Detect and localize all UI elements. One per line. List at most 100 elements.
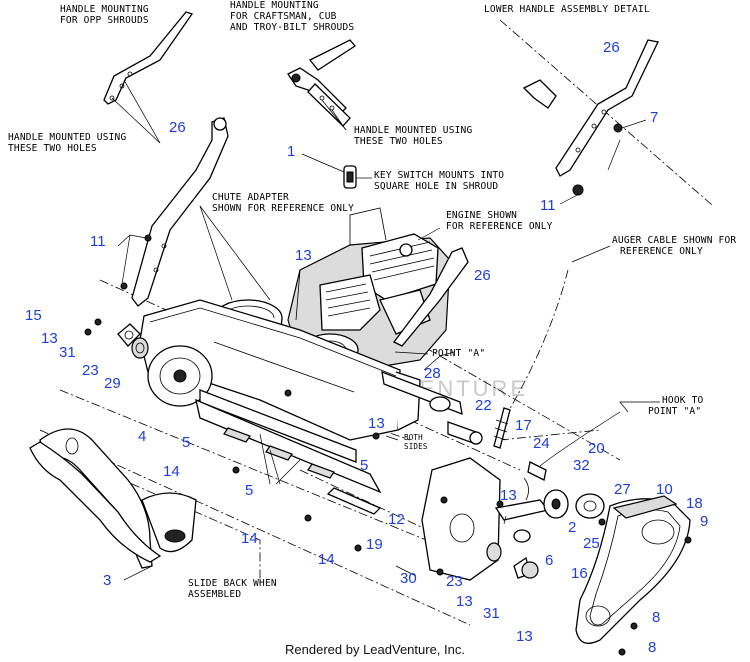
callout-13-lowest[interactable]: 13 xyxy=(516,628,533,645)
svg-text:FOR REFERENCE ONLY: FOR REFERENCE ONLY xyxy=(446,221,553,232)
footer-credit: Rendered by LeadVenture, Inc. xyxy=(285,642,465,657)
callout-14-upper[interactable]: 14 xyxy=(163,463,180,480)
annotation-slide-back: SLIDE BACK WHEN ASSEMBLED xyxy=(188,578,277,600)
svg-text:FOR OPP SHROUDS: FOR OPP SHROUDS xyxy=(60,15,149,26)
callout-31-left[interactable]: 31 xyxy=(59,344,76,361)
annotation-engine-shown: ENGINE SHOWN FOR REFERENCE ONLY xyxy=(446,210,553,232)
annotation-key-switch: KEY SWITCH MOUNTS INTO SQUARE HOLE IN SH… xyxy=(374,170,504,192)
auger-cable xyxy=(493,245,611,449)
impeller-shaft xyxy=(381,370,483,445)
svg-text:REFERENCE ONLY: REFERENCE ONLY xyxy=(620,246,703,257)
svg-text:ENGINE SHOWN: ENGINE SHOWN xyxy=(446,210,517,221)
callout-15[interactable]: 15 xyxy=(25,307,42,324)
handle-opp-detail xyxy=(103,11,194,144)
callout-19[interactable]: 19 xyxy=(366,536,383,553)
callout-8-upper[interactable]: 8 xyxy=(652,609,660,626)
handle-right xyxy=(393,247,469,355)
callout-13-left[interactable]: 13 xyxy=(41,330,58,347)
svg-text:ASSEMBLED: ASSEMBLED xyxy=(188,589,241,600)
annotation-point-a: POINT "A" xyxy=(432,348,485,359)
svg-text:SLIDE BACK WHEN: SLIDE BACK WHEN xyxy=(188,578,277,589)
callout-26-lower-handle[interactable]: 26 xyxy=(603,39,620,56)
frame-plate xyxy=(421,457,550,581)
callout-5-bottom[interactable]: 5 xyxy=(245,482,253,499)
handle-left xyxy=(117,117,229,307)
callout-13-plate[interactable]: 13 xyxy=(500,487,517,504)
svg-text:HANDLE MOUNTING: HANDLE MOUNTING xyxy=(60,4,149,15)
svg-text:AND TROY-BILT SHROUDS: AND TROY-BILT SHROUDS xyxy=(230,22,354,33)
svg-text:HOOK TO: HOOK TO xyxy=(662,395,704,406)
handle-craftsman-detail xyxy=(287,39,356,131)
callout-14-bottom[interactable]: 14 xyxy=(318,551,335,568)
svg-text:HANDLE MOUNTED USING: HANDLE MOUNTED USING xyxy=(8,132,126,143)
callout-28[interactable]: 28 xyxy=(424,365,441,382)
callout-8-lower[interactable]: 8 xyxy=(648,639,656,656)
shave-plate xyxy=(195,398,382,552)
callouts: 26 7 1 26 11 11 13 26 15 13 31 23 29 28 … xyxy=(25,39,708,656)
svg-text:HANDLE MOUNTED USING: HANDLE MOUNTED USING xyxy=(354,125,472,136)
annotation-hook-to-point-a: HOOK TO POINT "A" xyxy=(648,395,704,417)
callout-5-left[interactable]: 5 xyxy=(182,434,190,451)
callout-4[interactable]: 4 xyxy=(138,428,146,445)
svg-text:POINT "A": POINT "A" xyxy=(648,406,701,417)
callout-7[interactable]: 7 xyxy=(650,109,658,126)
callout-26-left-handle[interactable]: 26 xyxy=(169,119,186,136)
callout-3[interactable]: 3 xyxy=(103,572,111,589)
auger xyxy=(29,428,197,581)
callout-32[interactable]: 32 xyxy=(573,457,590,474)
callout-27[interactable]: 27 xyxy=(614,481,631,498)
callout-24[interactable]: 24 xyxy=(533,435,550,452)
callout-9[interactable]: 9 xyxy=(700,513,708,530)
callout-2[interactable]: 2 xyxy=(568,519,576,536)
annotation-both-sides: BOTH SIDES xyxy=(404,433,428,451)
pulley-parts xyxy=(513,461,606,579)
svg-text:HANDLE MOUNTING: HANDLE MOUNTING xyxy=(230,0,319,11)
annotation-handle-mounted-mid: HANDLE MOUNTED USING THESE TWO HOLES xyxy=(354,125,472,147)
lower-handle-detail xyxy=(522,39,659,205)
key-switch xyxy=(301,153,372,189)
annotation-handle-mounting-craftsman: HANDLE MOUNTING FOR CRAFTSMAN, CUB AND T… xyxy=(230,0,354,33)
left-bearing-parts xyxy=(84,318,149,359)
svg-text:KEY SWITCH MOUNTS INTO: KEY SWITCH MOUNTS INTO xyxy=(374,170,504,181)
callout-26-right-handle[interactable]: 26 xyxy=(474,267,491,284)
callout-13-top[interactable]: 13 xyxy=(295,247,312,264)
callout-13-bottom[interactable]: 13 xyxy=(456,593,473,610)
svg-text:SHOWN FOR REFERENCE ONLY: SHOWN FOR REFERENCE ONLY xyxy=(212,203,354,214)
annotation-chute-adapter: CHUTE ADAPTER SHOWN FOR REFERENCE ONLY xyxy=(212,192,354,214)
annotation-handle-mounted-left: HANDLE MOUNTED USING THESE TWO HOLES xyxy=(8,132,126,154)
callout-13-both-sides[interactable]: 13 xyxy=(368,415,385,432)
callout-25[interactable]: 25 xyxy=(583,535,600,552)
callout-23-left[interactable]: 23 xyxy=(82,362,99,379)
callout-10[interactable]: 10 xyxy=(656,481,673,498)
annotation-auger-cable: AUGER CABLE SHOWN FOR REFERENCE ONLY xyxy=(612,235,736,257)
callout-16[interactable]: 16 xyxy=(571,565,588,582)
callout-29[interactable]: 29 xyxy=(104,375,121,392)
svg-text:SQUARE HOLE IN SHROUD: SQUARE HOLE IN SHROUD xyxy=(374,181,498,192)
leader-lines xyxy=(385,351,660,577)
svg-text:THESE TWO HOLES: THESE TWO HOLES xyxy=(354,136,443,147)
callout-30[interactable]: 30 xyxy=(400,570,417,587)
svg-text:CHUTE ADAPTER: CHUTE ADAPTER xyxy=(212,192,289,203)
callout-23-right[interactable]: 23 xyxy=(446,573,463,590)
svg-text:SIDES: SIDES xyxy=(404,442,428,451)
callout-6[interactable]: 6 xyxy=(545,552,553,569)
callout-18[interactable]: 18 xyxy=(686,495,703,512)
callout-20[interactable]: 20 xyxy=(588,440,605,457)
svg-text:AUGER CABLE SHOWN FOR: AUGER CABLE SHOWN FOR xyxy=(612,235,736,246)
callout-31-right[interactable]: 31 xyxy=(483,605,500,622)
callout-11-lower-handle[interactable]: 11 xyxy=(540,197,556,214)
callout-22[interactable]: 22 xyxy=(475,397,492,414)
callout-11-left-handle[interactable]: 11 xyxy=(90,233,106,250)
callout-12[interactable]: 12 xyxy=(388,511,405,528)
callout-14-lower[interactable]: 14 xyxy=(241,530,258,547)
svg-text:THESE TWO HOLES: THESE TWO HOLES xyxy=(8,143,97,154)
belt-cover xyxy=(575,495,692,656)
callout-1[interactable]: 1 xyxy=(287,143,295,160)
svg-text:FOR CRAFTSMAN, CUB: FOR CRAFTSMAN, CUB xyxy=(230,11,337,22)
callout-17[interactable]: 17 xyxy=(515,417,532,434)
callout-5-right[interactable]: 5 xyxy=(360,457,368,474)
annotation-handle-mounting-opp: HANDLE MOUNTING FOR OPP SHROUDS xyxy=(60,4,149,26)
annotation-lower-handle-detail: LOWER HANDLE ASSEMBLY DETAIL xyxy=(484,4,650,15)
